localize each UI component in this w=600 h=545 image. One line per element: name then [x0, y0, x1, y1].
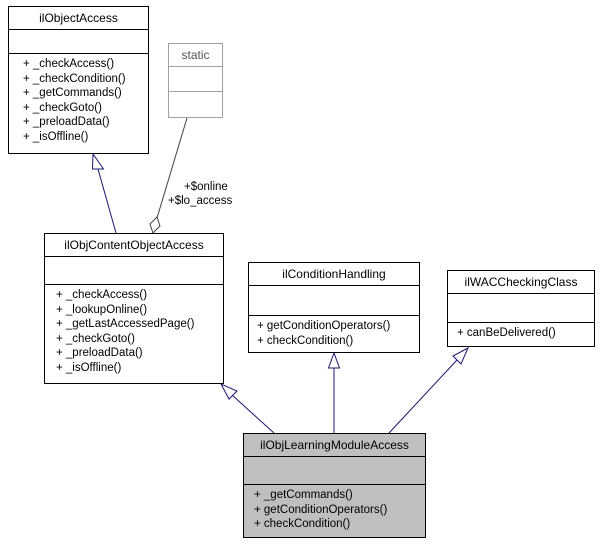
method: + _preloadData() — [23, 116, 110, 129]
method: + _checkCondition() — [23, 72, 126, 85]
methods-section: + _checkAccess() + _lookupOnline() + _ge… — [45, 284, 223, 376]
method: + _lookupOnline() — [56, 303, 148, 316]
class-il-obj-learning-module-access: ilObjLearningModuleAccess + _getCommands… — [243, 433, 426, 538]
class-il-object-access: ilObjectAccess + _checkAccess() + _check… — [8, 6, 149, 154]
method: + getConditionOperators() — [254, 503, 388, 516]
assoc-diamond — [149, 216, 161, 234]
class-il-obj-content-object-access: ilObjContentObjectAccess + _checkAccess(… — [44, 233, 224, 384]
methods-section — [169, 91, 222, 117]
method: + checkCondition() — [254, 518, 351, 531]
method: + getConditionOperators() — [257, 320, 391, 332]
method: + _getLastAccessedPage() — [56, 318, 195, 331]
class-il-wac-checking-class: ilWACCheckingClass + canBeDelivered() — [447, 270, 595, 347]
arrowhead-content — [219, 382, 238, 400]
class-name: ilConditionHandling — [282, 267, 386, 281]
attributes-section — [169, 66, 222, 91]
methods-section: + _checkAccess() + _checkCondition() + _… — [9, 53, 148, 145]
assoc-label-online: +$online — [184, 181, 228, 193]
arrowhead-wac — [452, 346, 470, 365]
attributes-section — [45, 256, 223, 284]
methods-section: + getConditionOperators() + checkConditi… — [249, 315, 419, 348]
method: + checkCondition() — [257, 334, 354, 347]
method: + _checkGoto() — [56, 332, 135, 345]
methods-section: + canBeDelivered() — [448, 322, 594, 341]
method: + _getCommands() — [23, 87, 122, 100]
edge-lm-to-wac — [388, 359, 458, 434]
attributes-section — [9, 29, 148, 53]
attributes-section — [249, 285, 419, 315]
method: + _getCommands() — [254, 489, 353, 501]
method: + _checkGoto() — [23, 101, 102, 114]
method: + _checkAccess() — [56, 289, 148, 301]
class-static: static — [168, 43, 223, 118]
method: + _isOffline() — [23, 130, 89, 143]
attributes-section — [244, 456, 425, 484]
method: + _preloadData() — [56, 347, 143, 360]
arrowhead-condition — [327, 351, 341, 369]
class-name: ilObjectAccess — [39, 11, 118, 25]
class-il-condition-handling: ilConditionHandling + getConditionOperat… — [248, 262, 420, 353]
class-name: ilObjContentObjectAccess — [64, 238, 204, 252]
methods-section: + _getCommands() + getConditionOperators… — [244, 484, 425, 532]
arrowhead-object-access — [91, 152, 105, 170]
class-name: ilObjLearningModuleAccess — [260, 438, 409, 452]
class-name: ilWACCheckingClass — [464, 275, 578, 289]
method: + _isOffline() — [56, 361, 122, 374]
edge-static-assoc — [156, 117, 188, 219]
edge-content-to-object-access — [97, 168, 117, 234]
class-name: static — [181, 48, 210, 62]
method: + _checkAccess() — [23, 58, 115, 70]
attributes-section — [448, 293, 594, 322]
edge-lm-to-content — [231, 394, 275, 434]
assoc-label-lo-access: +$lo_access — [168, 195, 233, 207]
method: + canBeDelivered() — [457, 327, 556, 339]
